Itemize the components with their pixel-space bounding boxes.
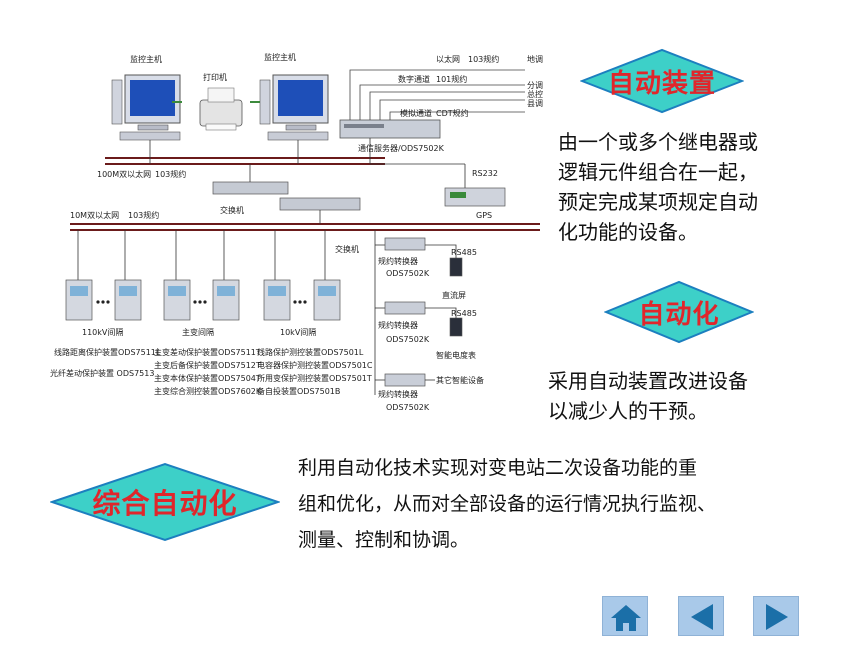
definition-line: 由一个或多个继电器或 <box>558 130 758 154</box>
host-left-label: 监控主机 <box>130 54 162 64</box>
substation-system-diagram: 监控主机 监控主机 打印机 通信服务器/ODS7502K 以太网 103规约 地… <box>50 52 543 412</box>
device-col2-line2: 主变后备保护装置ODS7512T <box>154 360 261 370</box>
rs485-1-label: RS485 <box>451 248 477 257</box>
bay-10-label: 10kV间隔 <box>280 328 316 337</box>
definition-auto-device: 由一个或多个继电器或 逻辑元件组合在一起， 预定完成某项规定自动 化功能的设备。 <box>558 127 828 247</box>
bus-low-label: 10M双以太网 <box>70 210 119 220</box>
device-col2-line4: 主变综合测控装置ODS7602K <box>154 386 262 396</box>
keyword-integrated-automation-label: 综合自动化 <box>92 487 238 520</box>
arrow-right-icon <box>766 604 788 630</box>
bus-low-proto: 103规约 <box>128 210 159 220</box>
monitor-host-right <box>259 74 329 141</box>
monitor-host-left <box>111 74 181 141</box>
definition-line: 采用自动装置改进设备 <box>548 369 748 393</box>
definition-line: 利用自动化技术实现对变电站二次设备功能的重 <box>298 457 698 479</box>
conv3-model: ODS7502K <box>386 403 430 412</box>
bay-110-label: 110kV间隔 <box>82 328 123 337</box>
definition-line: 逻辑元件组合在一起， <box>558 160 758 184</box>
proto-101-label: 101规约 <box>436 74 467 84</box>
device-col2-line1: 主变差动保护装置ODS7511T <box>154 347 261 357</box>
other-devices-label: 其它智能设备 <box>436 375 484 385</box>
printer-label: 打印机 <box>203 72 227 82</box>
keyword-automation-label: 自动化 <box>638 299 720 330</box>
relay-cabinets <box>65 230 341 321</box>
conv2-label: 规约转换器 <box>378 320 418 330</box>
smart-meter-label: 智能电度表 <box>436 350 476 360</box>
bay-main-label: 主变间隔 <box>182 327 214 337</box>
conv2-model: ODS7502K <box>386 335 430 344</box>
keyword-automation[interactable]: 自动化 <box>603 280 755 344</box>
next-button[interactable] <box>753 596 799 636</box>
dc-screen-label: 直流屏 <box>442 290 466 300</box>
switch-top-label: 交换机 <box>220 205 244 215</box>
device-col1-line1: 线路距离保护装置ODS7511L <box>54 347 161 357</box>
device-col1-line2: 光纤差动保护装置 ODS7513 <box>50 368 154 378</box>
diamond-shape <box>48 462 282 542</box>
bus-top-label: 100M双以太网 <box>97 169 151 179</box>
definition-line: 组和优化，从而对全部设备的运行情况执行监视、 <box>298 493 717 515</box>
device-col3-line1: 线路保护测控装置ODS7501L <box>257 347 364 357</box>
prev-button[interactable] <box>678 596 724 636</box>
device-col3-line2: 电容器保护测控装置ODS7501C <box>257 360 373 370</box>
switch-low-label: 交换机 <box>335 244 359 254</box>
keyword-auto-device[interactable]: 自动装置 <box>579 48 745 114</box>
home-icon <box>611 605 641 631</box>
arrow-left-icon <box>691 604 713 630</box>
control-center-label: 总控 <box>527 89 543 99</box>
definition-integrated-automation: 利用自动化技术实现对变电站二次设备功能的重 组和优化，从而对全部设备的运行情况执… <box>298 450 828 558</box>
device-col3-line3: 所用变保护测控装置ODS7501T <box>257 373 372 383</box>
county-dispatch-label: 县调 <box>527 99 543 108</box>
analog-channel-label: 模拟通道 <box>400 108 432 118</box>
comm-server-label: 通信服务器/ODS7502K <box>358 143 445 153</box>
gps-device <box>444 187 506 207</box>
eth-top-label: 以太网 <box>436 54 460 64</box>
diamond-shape <box>603 280 755 344</box>
printer-icon <box>199 87 243 131</box>
device-col3-line4: 备自投装置ODS7501B <box>257 386 340 396</box>
protocol-converter-1 <box>375 237 463 277</box>
device-col2-line3: 主变本体保护装置ODS7504T <box>154 373 261 383</box>
rs232-label: RS232 <box>472 169 498 178</box>
switch-top <box>212 181 361 211</box>
host-right-label: 监控主机 <box>264 52 296 62</box>
definition-line: 化功能的设备。 <box>558 220 698 244</box>
definition-line: 测量、控制和协调。 <box>298 529 470 551</box>
conv3-label: 规约转换器 <box>378 389 418 399</box>
rs485-2-label: RS485 <box>451 309 477 318</box>
home-button[interactable] <box>602 596 648 636</box>
definition-line: 以减少人的干预。 <box>548 399 708 423</box>
branch-dispatch-label: 分调 <box>527 81 543 90</box>
proto-cdt-label: CDT规约 <box>436 108 469 118</box>
protocol-converter-3 <box>375 373 435 387</box>
proto-103-top-label: 103规约 <box>468 54 499 64</box>
comm-server <box>339 119 441 139</box>
definition-automation: 采用自动装置改进设备 以减少人的干预。 <box>548 366 828 426</box>
keyword-integrated-automation[interactable]: 综合自动化 <box>48 462 282 542</box>
conv1-label: 规约转换器 <box>378 256 418 266</box>
keyword-auto-device-label: 自动装置 <box>607 68 716 99</box>
diamond-shape <box>579 48 745 114</box>
dispatch-label: 地调 <box>527 54 543 64</box>
conv1-model: ODS7502K <box>386 269 430 278</box>
bus-top-proto: 103规约 <box>155 169 186 179</box>
digital-channel-label: 数字通道 <box>398 74 430 84</box>
definition-line: 预定完成某项规定自动 <box>558 190 758 214</box>
gps-label: GPS <box>476 211 492 220</box>
protocol-converter-2 <box>375 301 463 337</box>
